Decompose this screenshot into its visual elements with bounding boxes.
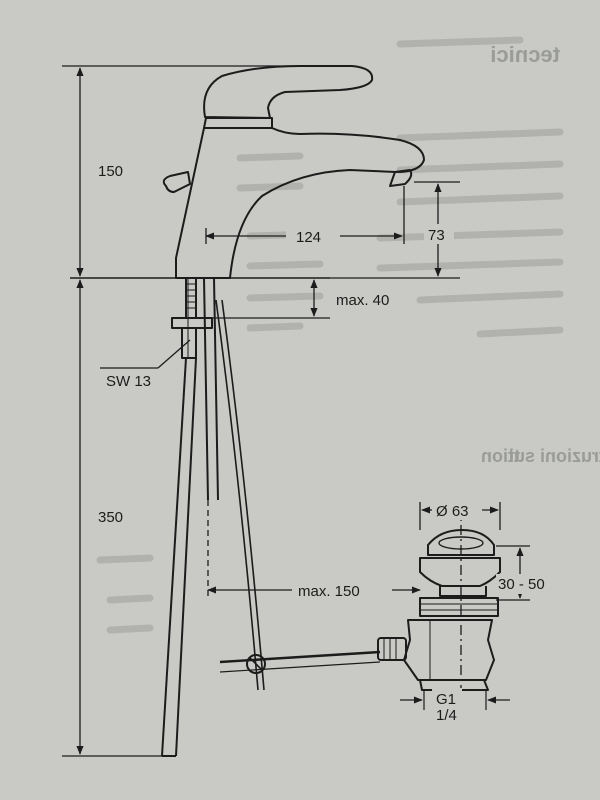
ghost-lines xyxy=(96,36,564,634)
ghost-heading: tecnici xyxy=(490,42,560,67)
lever-handle xyxy=(203,65,374,119)
pull-rod xyxy=(215,299,259,691)
popup-knob xyxy=(162,171,191,193)
dim-thread-fraction: 1/4 xyxy=(436,707,457,724)
supply-hose-left xyxy=(161,357,187,757)
dim-height-below-deck: 350 xyxy=(98,509,123,526)
waste-flange xyxy=(419,557,501,587)
dimension-labels: 150 350 124 73 max. 40 SW 13 max. 150 Ø … xyxy=(96,158,560,724)
dim-deck-thickness: max. 40 xyxy=(336,292,389,309)
popup-waste xyxy=(219,529,501,710)
dim-thread-g1: G1 xyxy=(436,691,456,708)
threaded-stud xyxy=(171,277,213,359)
dim-height-above-deck: 150 xyxy=(98,163,123,180)
supply-hose-right xyxy=(203,277,209,501)
dimension-lines xyxy=(62,65,530,757)
dim-spout-reach: 124 xyxy=(296,229,321,246)
dim-rod-length: max. 150 xyxy=(298,583,360,600)
dim-spout-height: 73 xyxy=(428,227,445,244)
waste-nut xyxy=(419,597,499,617)
dim-waste-stroke: 30 - 50 xyxy=(498,576,545,593)
bleed-through-text: tecnici ttion Istruzioni sui xyxy=(96,36,600,634)
waste-body xyxy=(403,619,495,681)
ghost-line-1: ttion xyxy=(481,446,520,466)
ghost-line-2: Istruzioni sui xyxy=(509,446,600,466)
lift-rod-clamp xyxy=(246,654,266,674)
faucet-body xyxy=(175,127,425,279)
lift-rod xyxy=(219,650,381,664)
waste-plug xyxy=(427,529,495,556)
dim-nut-size: SW 13 xyxy=(106,373,151,390)
faucet-drawing xyxy=(70,65,425,757)
dim-waste-diameter: Ø 63 xyxy=(436,503,469,520)
